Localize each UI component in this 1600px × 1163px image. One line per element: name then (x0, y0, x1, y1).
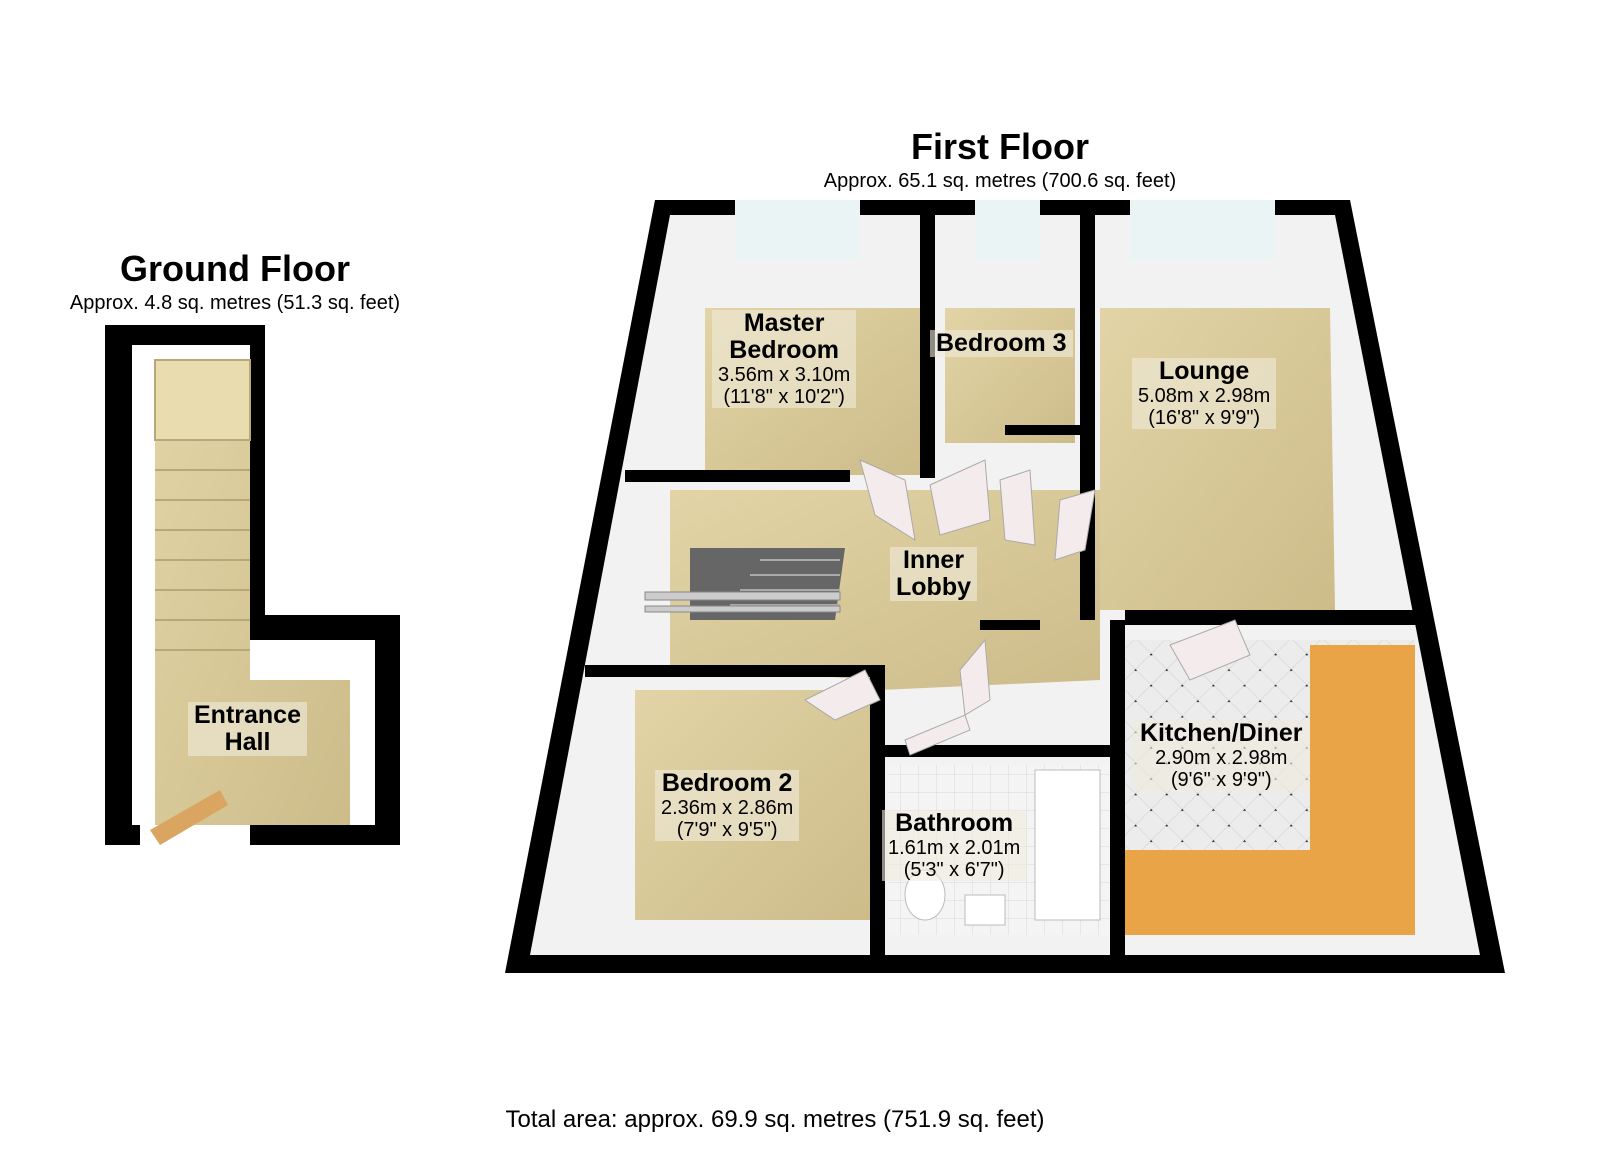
kitchen-worktop (1120, 645, 1415, 935)
room-dimensions-metric: 1.61m x 2.01m (888, 837, 1021, 859)
staircase (154, 359, 251, 651)
room-name: Hall (224, 728, 271, 756)
room-dimensions-imperial: (7'9" x 9'5") (676, 819, 778, 841)
room-name: Master (743, 309, 825, 337)
total-area: Total area: approx. 69.9 sq. metres (751… (505, 1106, 1045, 1133)
room-dimensions-imperial: (9'6" x 9'9") (1170, 769, 1272, 791)
front-door (150, 790, 228, 845)
inner-lobby-floor (670, 490, 1100, 690)
room-label-bedroom-2: Bedroom 2 2.36m x 2.86m (7'9" x 9'5") (655, 769, 800, 841)
room-name: Entrance (194, 701, 301, 729)
lounge-floor (1100, 308, 1335, 610)
room-dimensions-metric: 3.56m x 3.10m (718, 364, 851, 386)
room-label-bathroom: Bathroom 1.61m x 2.01m (5'3" x 6'7") (882, 809, 1027, 881)
room-dimensions-imperial: (16'8" x 9'9") (1148, 407, 1261, 429)
room-name: Bedroom 2 (661, 769, 793, 797)
ground-floor-title: Ground Floor (120, 248, 350, 289)
room-label-master-bedroom: Master Bedroom 3.56m x 3.10m (11'8" x 10… (712, 309, 857, 408)
first-floor-title: First Floor (911, 126, 1089, 167)
ground-floor-area: Approx. 4.8 sq. metres (51.3 sq. feet) (69, 292, 401, 314)
room-label-kitchen-diner: Kitchen/Diner 2.90m x 2.98m (9'6" x 9'9"… (1134, 720, 1309, 791)
room-dimensions-imperial: (11'8" x 10'2") (723, 386, 845, 408)
room-label-inner-lobby: Inner Lobby (890, 547, 977, 601)
room-dimensions-imperial: (5'3" x 6'7") (903, 859, 1005, 881)
room-dimensions-metric: 2.36m x 2.86m (661, 797, 794, 819)
room-dimensions-metric: 5.08m x 2.98m (1138, 385, 1271, 407)
room-name: Lounge (1159, 357, 1250, 385)
room-name: Bathroom (895, 809, 1014, 837)
room-name: Bedroom 3 (936, 329, 1067, 357)
bath (1034, 769, 1101, 921)
sink (964, 894, 1006, 926)
room-name: Bedroom (729, 336, 840, 364)
room-name: Inner (902, 546, 965, 574)
first-floor-area: Approx. 65.1 sq. metres (700.6 sq. feet) (823, 170, 1177, 192)
ground-floor-plan (105, 325, 400, 845)
room-label-entrance-hall: Entrance Hall (188, 702, 307, 756)
doors (804, 459, 1251, 756)
room-label-bedroom-3: Bedroom 3 (930, 330, 1073, 357)
room-dimensions-metric: 2.90m x 2.98m (1155, 747, 1288, 769)
room-name: Kitchen/Diner (1140, 719, 1303, 747)
stairwell (644, 548, 845, 620)
room-label-lounge: Lounge 5.08m x 2.98m (16'8" x 9'9") (1132, 357, 1277, 429)
room-name: Lobby (896, 573, 971, 601)
